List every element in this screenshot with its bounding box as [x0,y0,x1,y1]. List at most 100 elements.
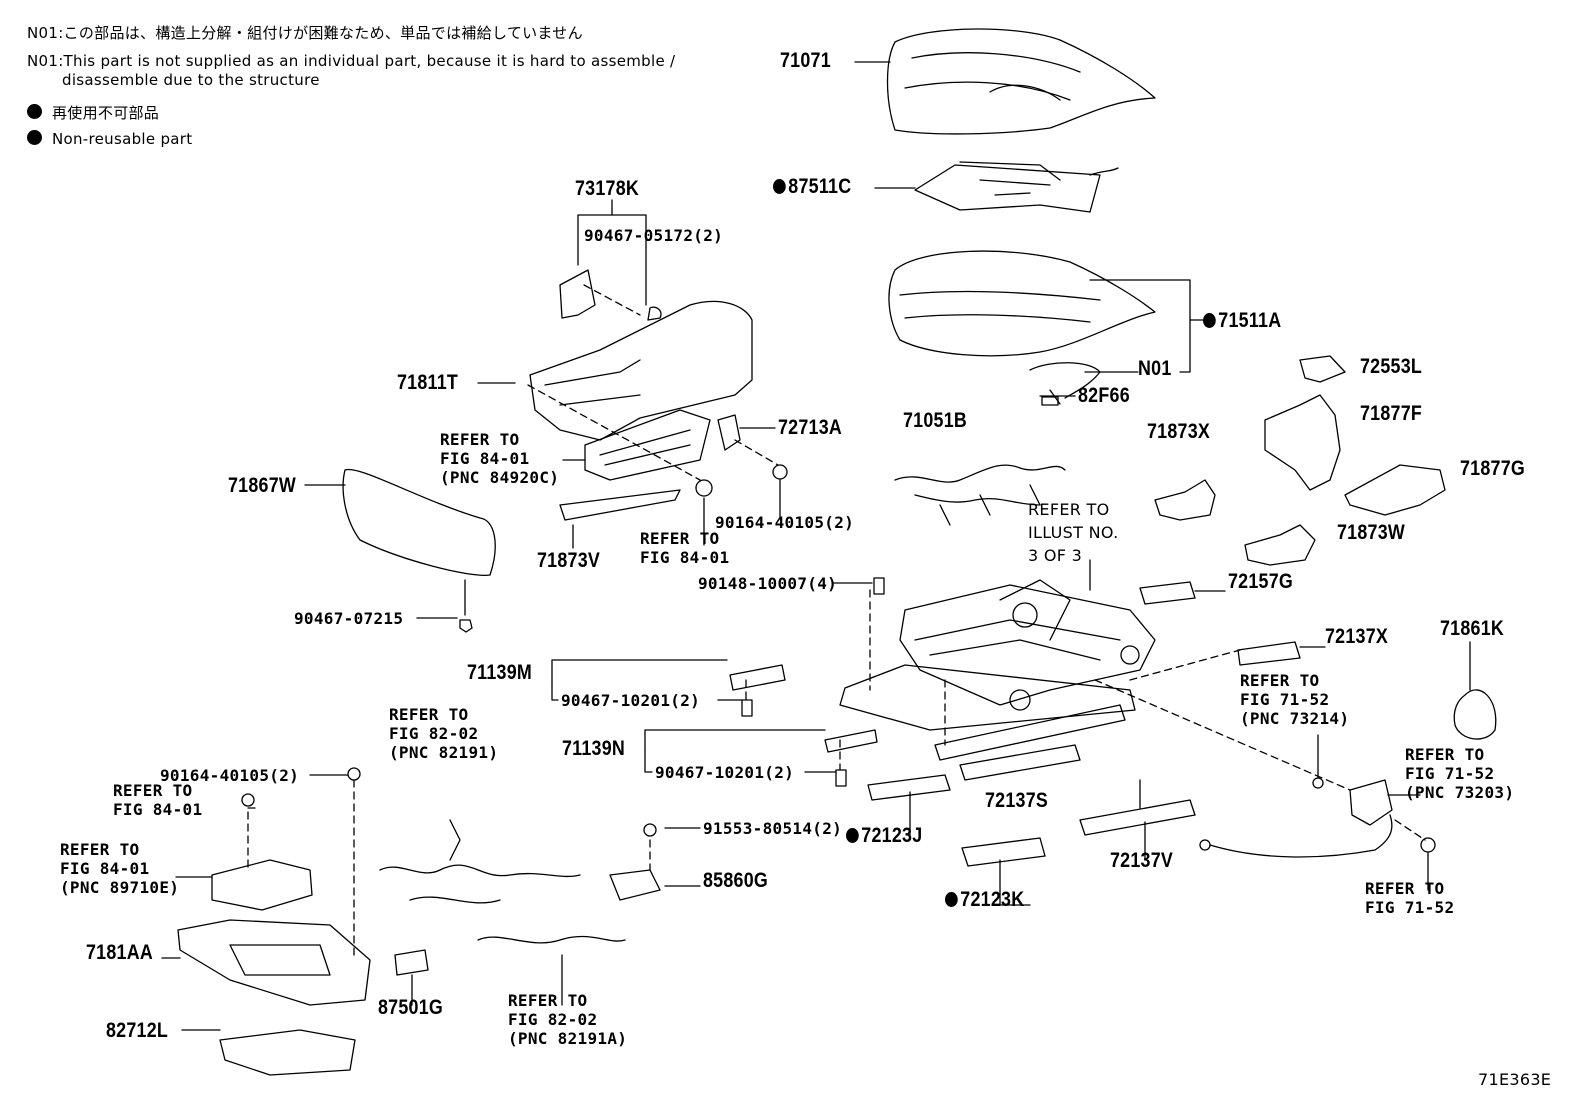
refer-illust-3-of-3[interactable]: REFER TO ILLUST NO. 3 OF 3 [1028,498,1118,567]
part-71861K[interactable]: 71861K [1440,617,1505,640]
refer-line: FIG 84-01 [440,449,530,468]
refer-line: REFER TO [113,781,193,800]
refer-fig-82-02-pnc-82191a[interactable]: REFER TO FIG 82-02 (PNC 82191A) [508,991,627,1048]
note-n01-japanese: N01:この部品は、構造上分解・組付けが困難なため、単品では補給していません [27,24,583,42]
refer-line: REFER TO [60,840,140,859]
part-73178K[interactable]: 73178K [575,177,640,200]
part-71877G[interactable]: 71877G [1460,457,1526,480]
part-82712L[interactable]: 82712L [106,1019,169,1042]
part-72123J[interactable]: 72123J [846,825,922,846]
part-90467-07215[interactable]: 90467-07215 [294,609,404,628]
part-90467-10201-a[interactable]: 90467-10201(2) [561,691,701,710]
part-72123J-label: 72123J [861,824,923,847]
refer-line: FIG 84-01 [640,548,730,567]
refer-line: FIG 71-52 [1365,898,1455,917]
seat-pad-drawing [888,250,1156,406]
harness-bottom-drawing [379,819,661,944]
part-72137X[interactable]: 72137X [1325,625,1389,648]
refer-line: REFER TO [640,529,720,548]
non-reusable-dot-icon [1203,313,1216,328]
legend-label-en: Non-reusable part [52,130,193,148]
refer-line: FIG 71-52 [1240,690,1330,709]
refer-line: (PNC 73214) [1240,709,1350,728]
part-71139N[interactable]: 71139N [562,737,626,760]
rails-drawing [729,577,1196,867]
refer-line: REFER TO [440,430,520,449]
part-72713A[interactable]: 72713A [778,416,843,439]
part-90467-10201-b[interactable]: 90467-10201(2) [655,763,795,782]
part-71511A[interactable]: 71511A [1203,310,1281,331]
non-reusable-dot-icon [773,179,786,194]
refer-fig-82-02-pnc-82191[interactable]: REFER TO FIG 82-02 (PNC 82191) [389,705,498,762]
figure-code: 71E363E [1478,1070,1552,1089]
part-72553L[interactable]: 72553L [1360,355,1423,378]
part-87501G[interactable]: 87501G [378,996,444,1019]
part-71511A-label: 71511A [1218,309,1282,332]
leader-lines [161,61,1471,1031]
legend-non-reusable-en: Non-reusable part [27,130,192,149]
side-cover-drawing [342,468,496,633]
heater-mat-drawing [914,161,1119,213]
part-7181AA[interactable]: 7181AA [86,941,154,964]
refer-line: REFER TO [508,991,588,1010]
refer-line: ILLUST NO. [1028,523,1119,542]
seat-frame-drawing [839,579,1156,761]
refer-fig-71-52-pnc-73214[interactable]: REFER TO FIG 71-52 (PNC 73214) [1240,671,1349,728]
right-bracket-drawing [1139,355,1446,666]
part-71867W[interactable]: 71867W [228,474,297,497]
refer-line: (PNC 84920C) [440,468,560,487]
part-90164-40105-top[interactable]: 90164-40105(2) [715,513,855,532]
part-72137S[interactable]: 72137S [985,789,1049,812]
refer-fig-84-01-pnc-84920c[interactable]: REFER TO FIG 84-01 (PNC 84920C) [440,430,559,487]
part-71139M[interactable]: 71139M [467,661,533,684]
refer-line: FIG 82-02 [508,1010,598,1029]
refer-line: REFER TO [1240,671,1320,690]
part-85860G[interactable]: 85860G [703,869,769,892]
non-reusable-dot-icon [945,892,958,907]
part-90148-10007[interactable]: 90148-10007(4) [698,574,838,593]
part-71873W[interactable]: 71873W [1337,521,1406,544]
refer-line: REFER TO [1405,745,1485,764]
refer-line: (PNC 73203) [1405,783,1515,802]
part-87511C[interactable]: 87511C [773,176,851,197]
part-72123K[interactable]: 72123K [945,889,1024,910]
refer-fig-84-01-top[interactable]: REFER TO FIG 84-01 [640,529,729,567]
refer-line: (PNC 82191) [389,743,499,762]
refer-line: FIG 84-01 [60,859,150,878]
part-90467-05172[interactable]: 90467-05172(2) [584,226,724,245]
non-reusable-dot-icon [27,104,42,119]
refer-line: FIG 71-52 [1405,764,1495,783]
part-87511C-label: 87511C [788,175,852,198]
refer-line: (PNC 82191A) [508,1029,628,1048]
refer-fig-84-01-pnc-89710e[interactable]: REFER TO FIG 84-01 (PNC 89710E) [60,840,179,897]
part-71051B[interactable]: 71051B [903,409,968,432]
part-N01[interactable]: N01 [1138,357,1172,380]
part-72137V[interactable]: 72137V [1110,849,1174,872]
refer-line: 3 OF 3 [1028,546,1083,565]
non-reusable-dot-icon [846,828,859,843]
part-71877F[interactable]: 71877F [1360,402,1423,425]
refer-fig-71-52-bottom[interactable]: REFER TO FIG 71-52 [1365,879,1454,917]
refer-line: REFER TO [1365,879,1445,898]
cushion-frame-drawing [177,767,657,1076]
part-82F66[interactable]: 82F66 [1078,384,1130,407]
refer-line: (PNC 89710E) [60,878,180,897]
note-n01-english-line2: disassemble due to the structure [62,71,320,89]
part-90164-40105-bottom[interactable]: 90164-40105(2) [160,766,300,785]
part-71811T[interactable]: 71811T [397,371,459,394]
refer-fig-71-52-pnc-73203[interactable]: REFER TO FIG 71-52 (PNC 73203) [1405,745,1514,802]
legend-non-reusable-ja: 再使用不可部品 [27,104,159,123]
refer-fig-84-01-bottom[interactable]: REFER TO FIG 84-01 [113,781,202,819]
part-71873X[interactable]: 71873X [1147,420,1211,443]
part-71071[interactable]: 71071 [780,49,831,72]
part-72157G[interactable]: 72157G [1228,570,1294,593]
part-72123K-label: 72123K [960,888,1025,911]
non-reusable-dot-icon [27,130,42,145]
wire-harness-drawing [894,464,1066,526]
refer-line: FIG 84-01 [113,800,203,819]
refer-line: FIG 82-02 [389,724,479,743]
part-71873V[interactable]: 71873V [537,549,601,572]
part-91553-80514[interactable]: 91553-80514(2) [703,819,843,838]
